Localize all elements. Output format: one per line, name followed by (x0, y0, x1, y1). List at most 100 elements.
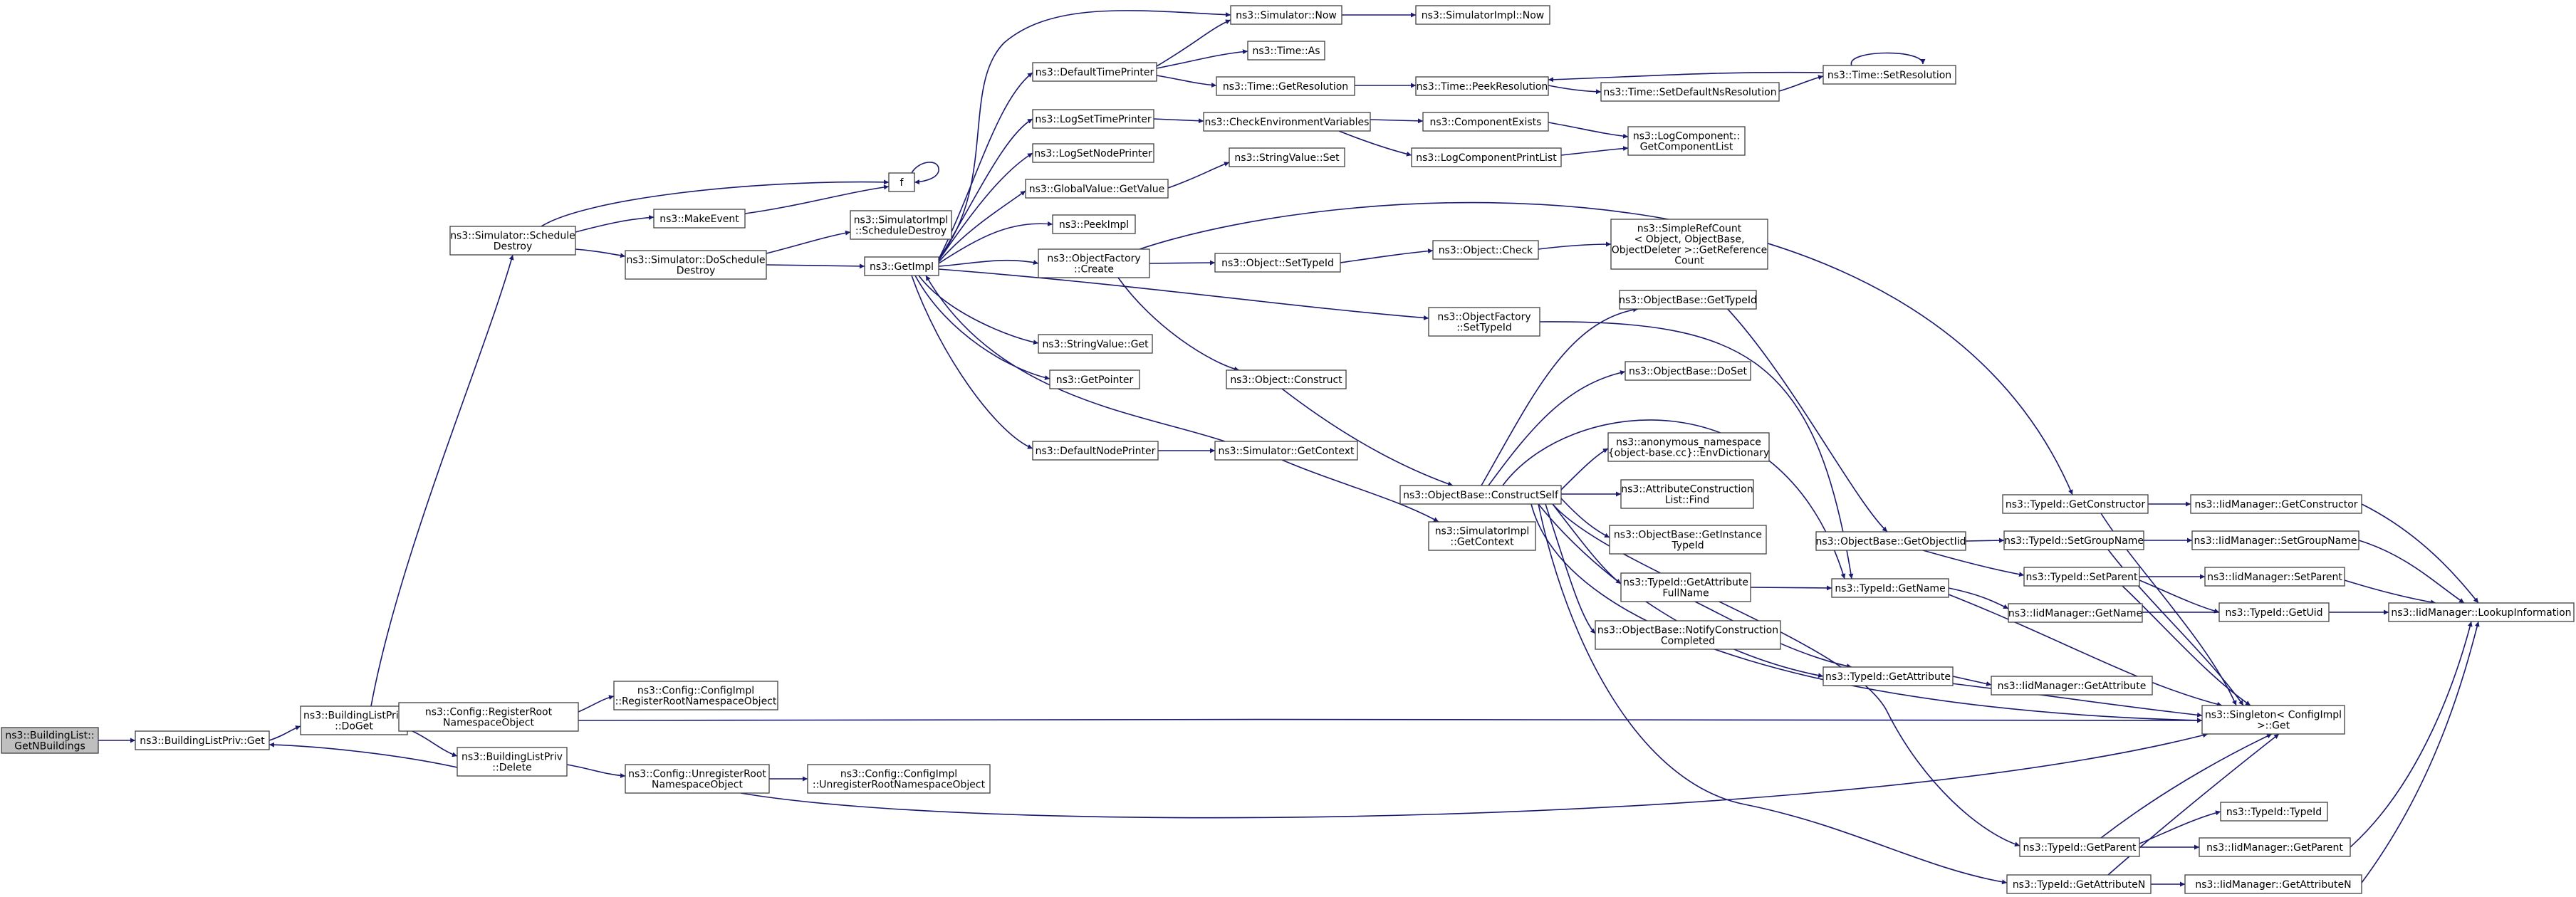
function-node-simnow[interactable]: ns3::Simulator::Now (1230, 5, 1342, 25)
call-edge (1965, 537, 2005, 543)
function-node-obgettid[interactable]: ns3::ObjectBase::GetTypeId (1619, 290, 1757, 310)
node-box (1, 727, 99, 754)
function-node-tidgetparent[interactable]: ns3::TypeId::GetParent (2019, 837, 2140, 857)
node-box (1610, 219, 1768, 270)
function-node-iidgetctor[interactable]: ns3::IidManager::GetConstructor (2190, 494, 2362, 514)
function-node-delete[interactable]: ns3::BuildingListPriv::Delete (457, 747, 568, 777)
function-node-doget[interactable]: ns3::BuildingListPriv::DoGet (300, 705, 408, 735)
function-node-obdoset[interactable]: ns3::ObjectBase::DoSet (1625, 361, 1751, 381)
node-box (1609, 525, 1767, 555)
node-label: ns3::LogSetTimePrinter (1035, 114, 1152, 125)
function-node-compexists[interactable]: ns3::ComponentExists (1422, 112, 1549, 132)
function-node-simimplsch[interactable]: ns3::SimulatorImpl::ScheduleDestroy (850, 210, 952, 240)
function-node-obnotify[interactable]: ns3::ObjectBase::NotifyConstructionCompl… (1595, 620, 1781, 650)
function-node-iidgetattr[interactable]: ns3::IidManager::GetAttribute (1991, 676, 2153, 696)
function-node-ofcreate[interactable]: ns3::ObjectFactory::Create (1038, 248, 1150, 278)
function-node-simgetctx[interactable]: ns3::Simulator::GetContext (1214, 441, 1358, 461)
function-node-iidlookup[interactable]: ns3::IidManager::LookupInformation (2388, 602, 2575, 622)
function-node-iidgetname[interactable]: ns3::IidManager::GetName (2008, 603, 2143, 623)
function-node-logcomplist[interactable]: ns3::LogComponent::GetComponentList (1627, 126, 1746, 156)
node-box (807, 764, 991, 794)
node-label: ns3::Object::SetTypeId (1221, 258, 1334, 269)
function-node-obgetoid[interactable]: ns3::ObjectBase::GetObjectIid (1815, 531, 1966, 551)
function-node-cfgreg[interactable]: ns3::Config::ConfigImpl::RegisterRootNam… (613, 681, 778, 710)
function-node-tidsetparent[interactable]: ns3::TypeId::SetParent (2023, 567, 2140, 587)
function-node-lognode[interactable]: ns3::LogSetNodePrinter (1032, 143, 1154, 163)
call-edge (1538, 503, 1824, 678)
function-node-constructself[interactable]: ns3::ObjectBase::ConstructSelf (1399, 485, 1562, 505)
function-node-simimplnow[interactable]: ns3::SimulatorImpl::Now (1415, 5, 1550, 25)
function-node-tidgetctor[interactable]: ns3::TypeId::GetConstructor (2002, 494, 2149, 514)
function-node-defnode[interactable]: ns3::DefaultNodePrinter (1032, 441, 1159, 461)
function-node-tidgetattrn[interactable]: ns3::TypeId::GetAttributeN (2006, 874, 2152, 894)
call-edge (575, 248, 626, 258)
function-node-tidsetgroup[interactable]: ns3::TypeId::SetGroupName (2003, 530, 2144, 550)
node-label: ns3::StringValue::Set (1234, 152, 1340, 164)
function-node-makeevent[interactable]: ns3::MakeEvent (653, 209, 746, 229)
function-node-gvgetval[interactable]: ns3::GlobalValue::GetValue (1025, 179, 1169, 199)
function-node-timesetres[interactable]: ns3::Time::SetResolution (1823, 65, 1956, 85)
function-node-regroot[interactable]: ns3::Config::RegisterRootNamespaceObject (398, 702, 579, 732)
function-node-objsettid[interactable]: ns3::Object::SetTypeId (1214, 253, 1341, 273)
function-node-iidsetgroup[interactable]: ns3::IidManager::SetGroupName (2191, 530, 2359, 550)
call-edge (938, 10, 1231, 259)
function-node-timeas[interactable]: ns3::Time::As (1247, 41, 1325, 61)
call-edge (1338, 130, 1412, 157)
node-box (1025, 179, 1169, 199)
node-box (1823, 666, 1954, 686)
function-node-svget[interactable]: ns3::StringValue::Get (1038, 334, 1153, 354)
call-edge (938, 118, 1033, 261)
function-node-getptr[interactable]: ns3::GetPointer (1049, 369, 1140, 389)
call-edge (1167, 162, 1230, 189)
function-node-refcount[interactable]: ns3::SimpleRefCount< Object, ObjectBase,… (1610, 219, 1768, 270)
function-node-objcheck[interactable]: ns3::Object::Check (1432, 240, 1539, 260)
call-edge (1545, 503, 1596, 634)
function-node-getimpl[interactable]: ns3::GetImpl (864, 256, 939, 276)
function-node-simimplctx[interactable]: ns3::SimulatorImpl::GetContext (1428, 521, 1536, 551)
function-node-logtime[interactable]: ns3::LogSetTimePrinter (1032, 109, 1154, 129)
function-node-iidgetparent[interactable]: ns3::IidManager::GetParent (2199, 837, 2351, 857)
node-label: ns3::ObjectBase::NotifyConstruction (1597, 625, 1778, 636)
function-node-singleton[interactable]: ns3::Singleton< ConfigImpl >::Get (2201, 705, 2345, 735)
function-node-envdict[interactable]: ns3::anonymous_namespace{object-base.cc}… (1607, 432, 1770, 462)
node-box (1032, 441, 1159, 461)
function-node-svset[interactable]: ns3::StringValue::Set (1229, 147, 1345, 167)
call-edge (1560, 146, 1629, 156)
call-edge (2100, 733, 2273, 839)
function-node-timegetres[interactable]: ns3::Time::GetResolution (1216, 76, 1355, 96)
function-node-checkenv[interactable]: ns3::CheckEnvironmentVariables (1203, 112, 1371, 132)
call-edge (1531, 503, 2203, 723)
function-node-objconstruct[interactable]: ns3::Object::Construct (1226, 369, 1347, 389)
function-node-iidgetattrn[interactable]: ns3::IidManager::GetAttributeN (2184, 874, 2362, 894)
node-box (2204, 567, 2345, 587)
call-edge (938, 72, 1033, 260)
function-node-deftime[interactable]: ns3::DefaultTimePrinter (1032, 62, 1157, 82)
function-node-tidgetname[interactable]: ns3::TypeId::GetName (1831, 578, 1949, 598)
call-edge (925, 275, 1226, 442)
node-box (1625, 361, 1751, 381)
call-edge (938, 259, 1039, 267)
call-edge (1139, 201, 2073, 495)
function-node-iidsetparent[interactable]: ns3::IidManager::SetParent (2204, 567, 2345, 587)
function-node-f[interactable]: f (888, 172, 915, 192)
function-node-timepeek[interactable]: ns3::Time::PeekResolution (1415, 76, 1549, 96)
function-node-logprintlist[interactable]: ns3::LogComponentPrintList (1411, 147, 1562, 167)
function-node-root[interactable]: ns3::BuildingList::GetNBuildings (1, 727, 99, 754)
function-node-ofsettid[interactable]: ns3::ObjectFactory::SetTypeId (1428, 307, 1540, 337)
node-box (2190, 494, 2362, 514)
call-edge (1778, 75, 1824, 92)
function-node-blpget[interactable]: ns3::BuildingListPriv::Get (135, 730, 270, 750)
function-node-unregroot[interactable]: ns3::Config::UnregisterRootNamespaceObje… (625, 764, 770, 794)
function-node-tidgetattr[interactable]: ns3::TypeId::GetAttribute (1823, 666, 1954, 686)
function-node-tidtid[interactable]: ns3::TypeId::TypeId (2220, 802, 2328, 822)
function-node-schdestroy[interactable]: ns3::Simulator::ScheduleDestroy (449, 226, 576, 256)
node-label: ns3::IidManager::GetParent (2206, 842, 2343, 854)
function-node-timesetdef[interactable]: ns3::Time::SetDefaultNsResolution (1600, 82, 1780, 102)
function-node-tidgetuid[interactable]: ns3::TypeId::GetUid (2218, 602, 2330, 622)
function-node-cfgunreg[interactable]: ns3::Config::ConfigImpl::UnregisterRootN… (807, 764, 991, 794)
function-node-peekimpl[interactable]: ns3::PeekImpl (1052, 214, 1136, 234)
